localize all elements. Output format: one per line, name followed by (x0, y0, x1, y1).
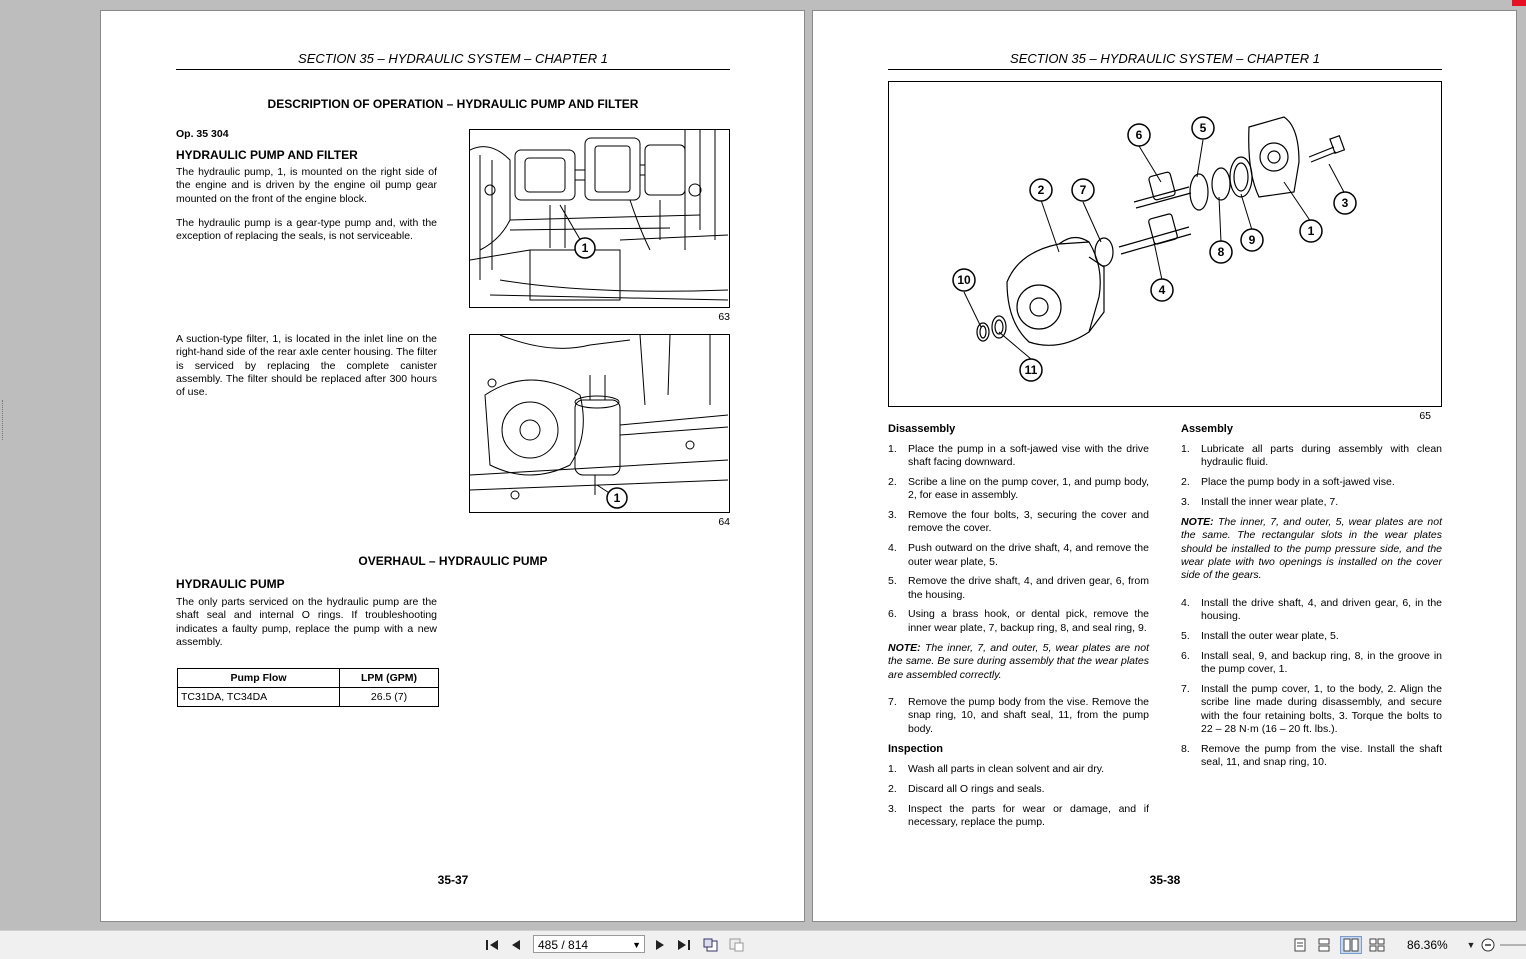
callout-11: 11 (1025, 363, 1038, 377)
list-item: 6.Install seal, 9, and backup ring, 8, i… (1181, 649, 1442, 676)
disassembly-steps-continued: 7.Remove the pump body from the vise. Re… (888, 696, 1149, 742)
zoom-slider[interactable] (1500, 936, 1526, 954)
exploded-pump-diagram: 1 2 3 4 5 6 7 8 9 10 11 (952, 116, 1357, 382)
callout-3: 3 (1342, 196, 1349, 210)
first-page-icon[interactable] (484, 936, 500, 954)
last-page-icon[interactable] (676, 936, 692, 954)
chevron-down-icon[interactable]: ▼ (632, 940, 641, 950)
document-viewer: SECTION 35 – HYDRAULIC SYSTEM – CHAPTER … (2, 0, 1526, 922)
list-item: 4.Push outward on the drive shaft, 4, an… (888, 542, 1149, 568)
paragraph: The only parts serviced on the hydraulic… (176, 596, 437, 648)
page-number: 35-37 (437, 873, 469, 887)
note: NOTE: The inner, 7, and outer, 5, wear p… (888, 642, 1149, 681)
go-back-icon[interactable] (702, 936, 720, 954)
figure-callout: 1 (614, 491, 621, 505)
list-item: 2.Scribe a line on the pump cover, 1, an… (888, 476, 1149, 502)
section-title: OVERHAUL – HYDRAULIC PUMP (358, 554, 548, 568)
callout-10: 10 (957, 273, 971, 287)
list-item: 8.Remove the pump from the vise. Install… (1181, 742, 1442, 768)
paragraph: The hydraulic pump is a gear-type pump a… (176, 217, 437, 243)
list-item: 3.Inspect the parts for wear or damage, … (888, 802, 1149, 828)
single-page-icon[interactable] (1292, 936, 1308, 954)
page-number: 35-38 (1149, 873, 1181, 887)
figure-65-exploded-pump: 1 2 3 4 5 6 7 8 9 10 11 (888, 81, 1442, 407)
list-item: 5.Remove the drive shaft, 4, and driven … (888, 575, 1149, 601)
list-item: 2.Place the pump body in a soft-jawed vi… (1181, 476, 1395, 489)
op-number: Op. 35 304 (176, 128, 229, 140)
assembly-steps-continued: 4.Install the drive shaft, 4, and driven… (1181, 597, 1442, 776)
list-item: 7.Remove the pump body from the vise. Re… (888, 696, 1149, 735)
side-panel-grip[interactable] (2, 400, 5, 440)
figure-64-filter-photo: 1 (469, 334, 730, 513)
page-right: SECTION 35 – HYDRAULIC SYSTEM – CHAPTER … (812, 10, 1517, 922)
section-title: DESCRIPTION OF OPERATION – HYDRAULIC PUM… (267, 97, 639, 111)
list-item: 6.Using a brass hook, or dental pick, re… (888, 608, 1149, 634)
figure-number: 63 (718, 311, 730, 323)
disassembly-heading: Disassembly (888, 423, 956, 435)
zoom-out-icon[interactable] (1480, 936, 1496, 954)
close-button-corner[interactable] (1512, 0, 1526, 6)
callout-2: 2 (1038, 183, 1045, 197)
figure-number: 65 (1419, 410, 1431, 422)
two-page-continuous-icon[interactable] (1368, 936, 1386, 954)
list-item: 2.Discard all O rings and seals. (888, 782, 1045, 795)
continuous-icon[interactable] (1316, 936, 1332, 954)
callout-7: 7 (1080, 183, 1087, 197)
page-left: SECTION 35 – HYDRAULIC SYSTEM – CHAPTER … (100, 10, 805, 922)
list-item: 1.Lubricate all parts during assembly wi… (1181, 443, 1442, 469)
zoom-dropdown-icon[interactable]: ▼ (1466, 940, 1476, 950)
list-item: 1.Place the pump in a soft-jawed vise wi… (888, 443, 1149, 469)
go-forward-icon[interactable] (728, 936, 746, 954)
assembly-steps: 1.Lubricate all parts during assembly wi… (1181, 443, 1442, 516)
subsection-title: HYDRAULIC PUMP AND FILTER (176, 148, 358, 162)
note: NOTE: The inner, 7, and outer, 5, wear p… (1181, 516, 1442, 582)
callout-4: 4 (1159, 283, 1166, 297)
next-page-icon[interactable] (652, 936, 668, 954)
table-cell: 26.5 (7) (339, 687, 439, 707)
list-item: 3.Install the inner wear plate, 7. (1181, 495, 1339, 508)
list-item: 4.Install the drive shaft, 4, and driven… (1181, 597, 1442, 623)
table-row: TC31DA, TC34DA 26.5 (7) (177, 687, 439, 707)
subsection-title: HYDRAULIC PUMP (176, 577, 285, 591)
callout-6: 6 (1136, 128, 1143, 142)
figure-callout: 1 (582, 241, 589, 255)
disassembly-steps: 1.Place the pump in a soft-jawed vise wi… (888, 443, 1149, 642)
table-header: Pump Flow (177, 668, 340, 688)
header-rule (176, 69, 730, 70)
table-cell: TC31DA, TC34DA (177, 687, 340, 707)
callout-1: 1 (1308, 224, 1315, 238)
callout-9: 9 (1249, 233, 1256, 247)
two-page-icon[interactable] (1340, 936, 1362, 954)
navigation-toolbar: 485 / 814▼ 86.36% ▼ (0, 930, 1526, 959)
header-rule (888, 69, 1442, 70)
prev-page-icon[interactable] (508, 936, 524, 954)
callout-5: 5 (1200, 121, 1207, 135)
pump-flow-table: Pump Flow LPM (GPM) TC31DA, TC34DA 26.5 … (177, 668, 439, 707)
figure-63-engine-photo: 1 (469, 129, 730, 308)
inspection-heading: Inspection (888, 743, 944, 755)
list-item: 1.Wash all parts in clean solvent and ai… (888, 763, 1105, 775)
page-header: SECTION 35 – HYDRAULIC SYSTEM – CHAPTER … (298, 51, 608, 66)
engine-illustration: 1 (470, 130, 729, 301)
paragraph: The hydraulic pump, 1, is mounted on the… (176, 166, 437, 205)
page-number-field[interactable]: 485 / 814▼ (533, 935, 645, 953)
filter-illustration: 1 (470, 335, 729, 509)
list-item: 7.Install the pump cover, 1, to the body… (1181, 682, 1442, 735)
figure-number: 64 (718, 516, 730, 528)
table-header: LPM (GPM) (339, 668, 439, 688)
assembly-heading: Assembly (1181, 423, 1233, 435)
list-item: 3.Remove the four bolts, 3, securing the… (888, 509, 1149, 535)
zoom-level[interactable]: 86.36% (1407, 938, 1448, 952)
callout-8: 8 (1218, 245, 1225, 259)
paragraph: A suction-type filter, 1, is located in … (176, 333, 437, 399)
page-header: SECTION 35 – HYDRAULIC SYSTEM – CHAPTER … (1010, 51, 1320, 66)
list-item: 5.Install the outer wear plate, 5. (1181, 630, 1339, 643)
inspection-steps: 1.Wash all parts in clean solvent and ai… (888, 763, 1149, 836)
